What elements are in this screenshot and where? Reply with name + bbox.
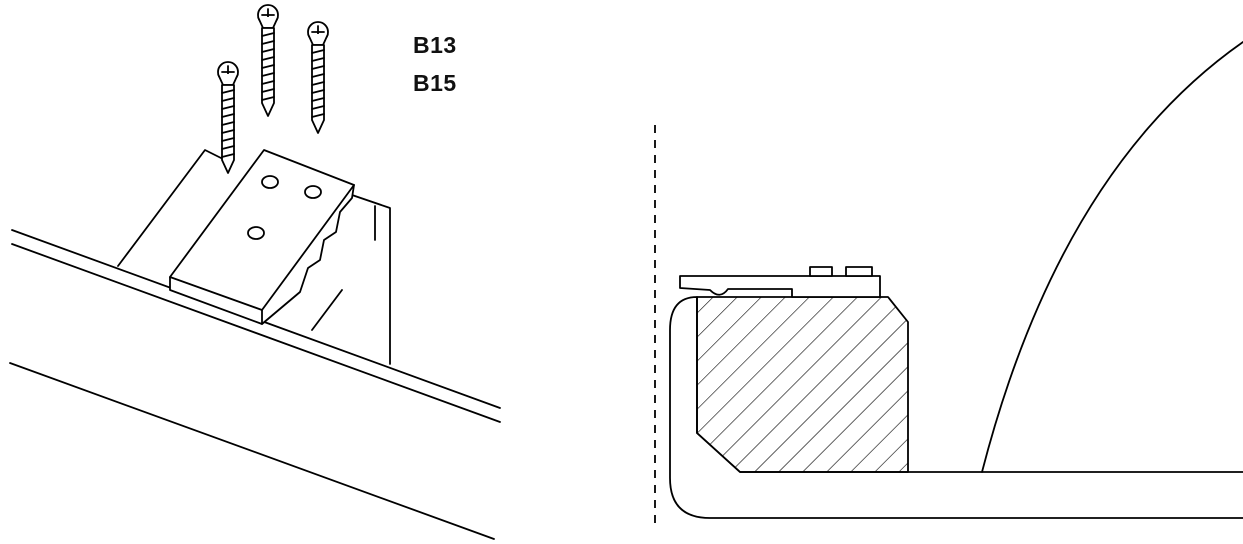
bracket-hole-2 — [304, 185, 322, 199]
clip-plate — [679, 275, 881, 298]
dome-arc — [981, 41, 1243, 473]
part-code-label: B13 — [413, 32, 457, 58]
cross-section-view — [654, 41, 1243, 524]
screw-icon — [217, 61, 239, 174]
clip-tab-1 — [809, 266, 833, 277]
bracket-plate-edge-3 — [261, 184, 355, 311]
support-block — [117, 149, 391, 365]
clip-tab-2 — [845, 266, 873, 277]
rail-edge-middle — [11, 243, 501, 423]
bracket-hole-1 — [261, 175, 279, 189]
screw-icon — [307, 21, 329, 134]
bracket-plate-edge — [169, 276, 263, 311]
rail-edge-bottom — [9, 362, 495, 540]
frame-profile — [669, 296, 1243, 519]
screw-icon — [257, 4, 279, 117]
hatched-section — [696, 296, 909, 473]
rail-perspective-view — [9, 4, 501, 540]
bracket-hole-3 — [247, 226, 265, 240]
part-code-label: B15 — [413, 70, 457, 96]
